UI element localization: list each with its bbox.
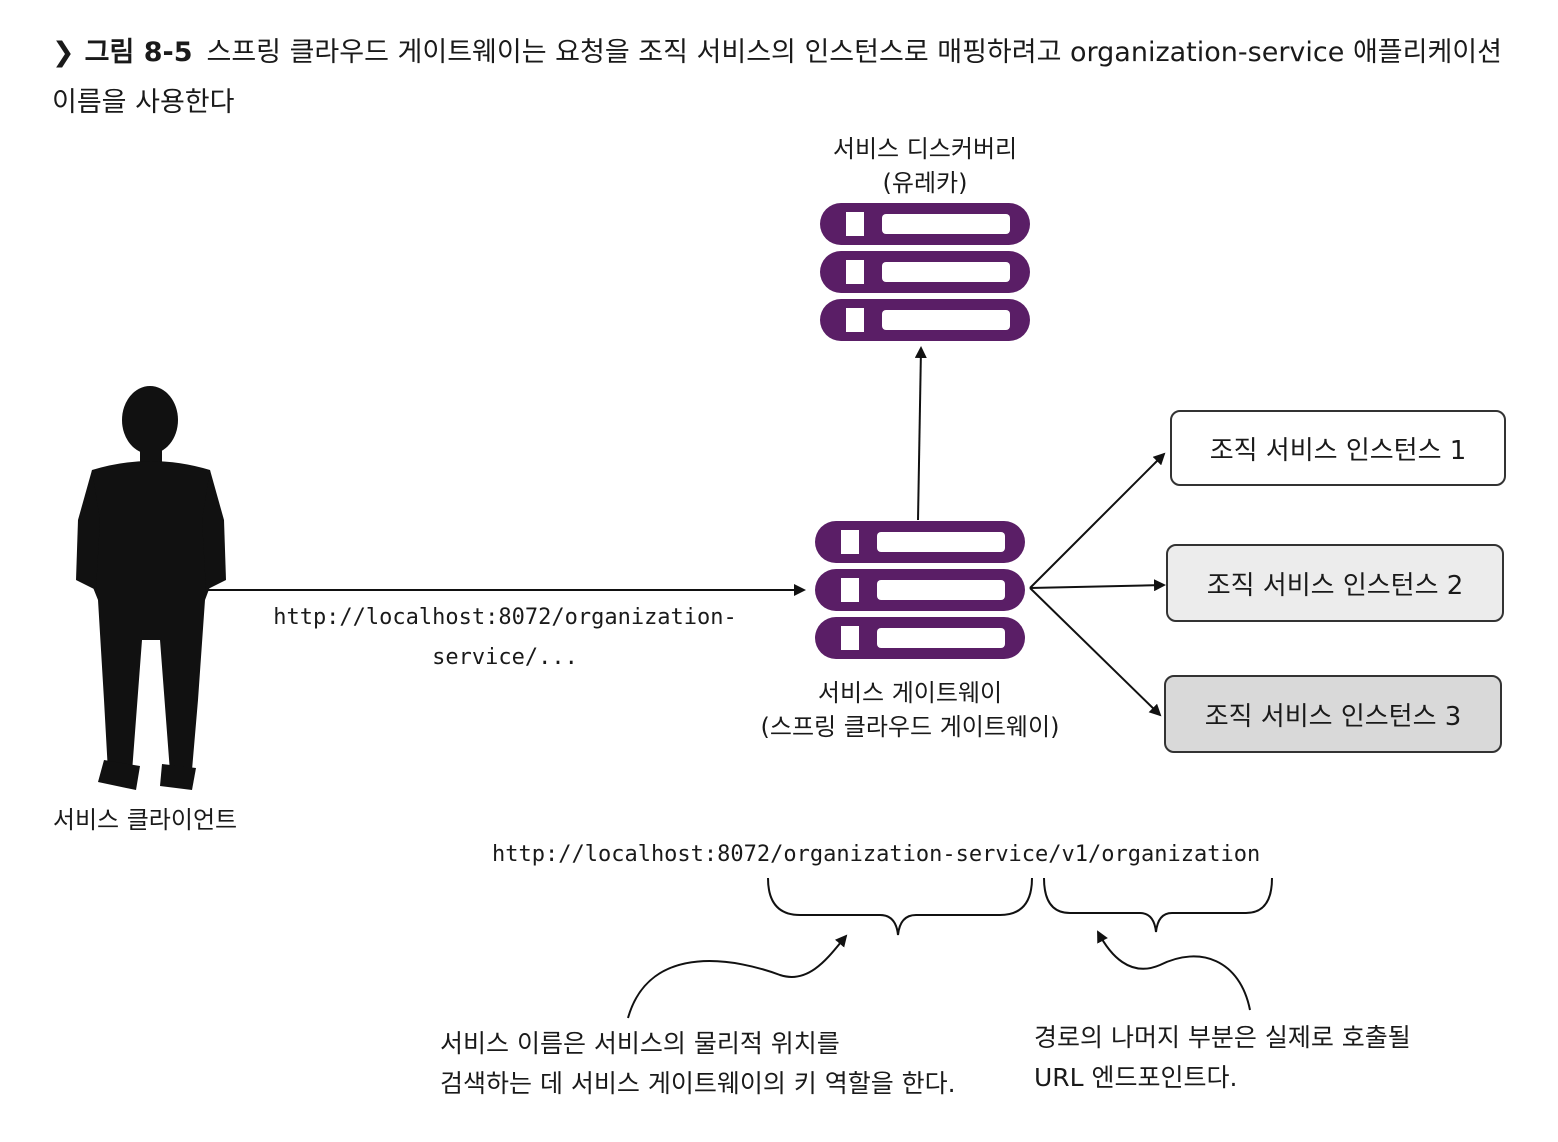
endpoint-note-line2: URL 엔드포인트다.: [1034, 1063, 1238, 1092]
gateway-label-line1: 서비스 게이트웨이: [817, 679, 1003, 707]
discovery-label-line2: (유레카): [882, 169, 968, 197]
request-url: http://localhost:8072/organization- serv…: [270, 598, 740, 678]
service-name-note-line2: 검색하는 데 서비스 게이트웨이의 키 역할을 한다.: [440, 1069, 956, 1098]
instance-label-1: 조직 서비스 인스턴스 1: [1209, 435, 1467, 466]
endpoint-note-line1: 경로의 나머지 부분은 실제로 호출될: [1034, 1023, 1411, 1052]
gateway-to-instance-1-arrow: [1029, 452, 1166, 589]
example-url-service-part: http://localhost:8072/organization-servi…: [492, 842, 1049, 867]
gateway-to-instance-3-arrow: [1029, 587, 1162, 717]
caption-text: 스프링 클라우드 게이트웨이는 요청을 조직 서비스의 인스턴스로 매핑하려고 …: [52, 37, 1502, 118]
service-name-note: 서비스 이름은 서비스의 물리적 위치를 검색하는 데 서비스 게이트웨이의 키…: [440, 1024, 956, 1104]
request-url-line2: service/...: [432, 645, 578, 670]
gateway-to-instance-2-arrow: [1029, 579, 1166, 592]
figure-label: 그림 8-5: [84, 37, 193, 68]
chevron-down-icon: ❯: [52, 37, 75, 68]
instance-box-3: 조직 서비스 인스턴스 3: [1164, 675, 1502, 753]
client-label: 서비스 클라이언트: [52, 806, 238, 834]
instance-box-1: 조직 서비스 인스턴스 1: [1170, 410, 1506, 486]
endpoint-path-brace: [1043, 877, 1273, 933]
example-url: http://localhost:8072/organization-servi…: [492, 842, 1260, 867]
service-name-note-line1: 서비스 이름은 서비스의 물리적 위치를: [440, 1029, 840, 1058]
gateway-to-discovery-arrow: [914, 346, 927, 521]
request-url-line1: http://localhost:8072/organization-: [273, 605, 737, 630]
endpoint-note: 경로의 나머지 부분은 실제로 호출될 URL 엔드포인트다.: [1034, 1018, 1411, 1098]
gateway-server-icon: [815, 521, 1025, 659]
service-name-pointer-arrow: [627, 934, 848, 1019]
example-url-path-part: /v1/organization: [1048, 842, 1261, 867]
client-person-icon: [76, 386, 226, 790]
gateway-label-line2: (스프링 클라우드 게이트웨이): [760, 713, 1060, 741]
discovery-server-icon: [820, 203, 1030, 341]
service-name-brace: [767, 877, 1033, 936]
instance-label-3: 조직 서비스 인스턴스 3: [1204, 701, 1462, 732]
discovery-label-line1: 서비스 디스커버리: [832, 135, 1018, 163]
gateway-label: 서비스 게이트웨이 (스프링 클라우드 게이트웨이): [740, 676, 1080, 744]
endpoint-pointer-arrow: [1097, 930, 1251, 1011]
instance-box-2: 조직 서비스 인스턴스 2: [1166, 544, 1504, 622]
discovery-label: 서비스 디스커버리 (유레카): [820, 132, 1030, 200]
instance-label-2: 조직 서비스 인스턴스 2: [1206, 570, 1464, 601]
